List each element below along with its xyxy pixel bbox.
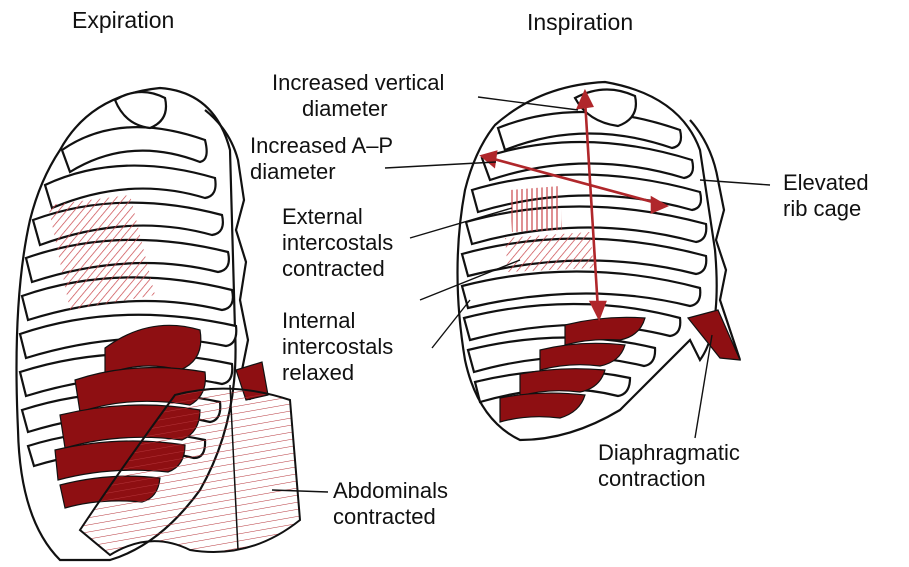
external-intercostals-label-line2: intercostals <box>282 230 393 255</box>
inspiration-external-intercostals-hatch <box>510 186 562 232</box>
abdominals-contracted-label-line1: Abdominals <box>333 478 448 503</box>
diaphragmatic-contraction-label-line1: Diaphragmatic <box>598 440 740 465</box>
external-intercostals-label-line3: contracted <box>282 256 385 281</box>
internal-intercostals-label-line2: intercostals <box>282 334 393 359</box>
increased-ap-label-line1: Increased A–P <box>250 133 393 158</box>
increased-ap-label-line2: diameter <box>250 159 336 184</box>
inspiration-internal-intercostals-hatch <box>505 232 594 272</box>
abdominals-contracted-label-line2: contracted <box>333 504 436 529</box>
elevated-rib-cage-label-line2: rib cage <box>783 196 861 221</box>
elevated-rib-cage-label-line1: Elevated <box>783 170 869 195</box>
internal-intercostals-label-line1: Internal <box>282 308 355 333</box>
expiration-heading: Expiration <box>72 8 174 33</box>
external-intercostals-label-line1: External <box>282 204 363 229</box>
diaphragmatic-contraction-label-line2: contraction <box>598 466 706 491</box>
increased-vertical-label-line2: diameter <box>302 96 388 121</box>
inspiration-heading: Inspiration <box>527 10 633 35</box>
inspiration-ribcage <box>458 82 741 440</box>
increased-vertical-label-line1: Increased vertical <box>272 70 444 95</box>
internal-intercostals-label-line3: relaxed <box>282 360 354 385</box>
